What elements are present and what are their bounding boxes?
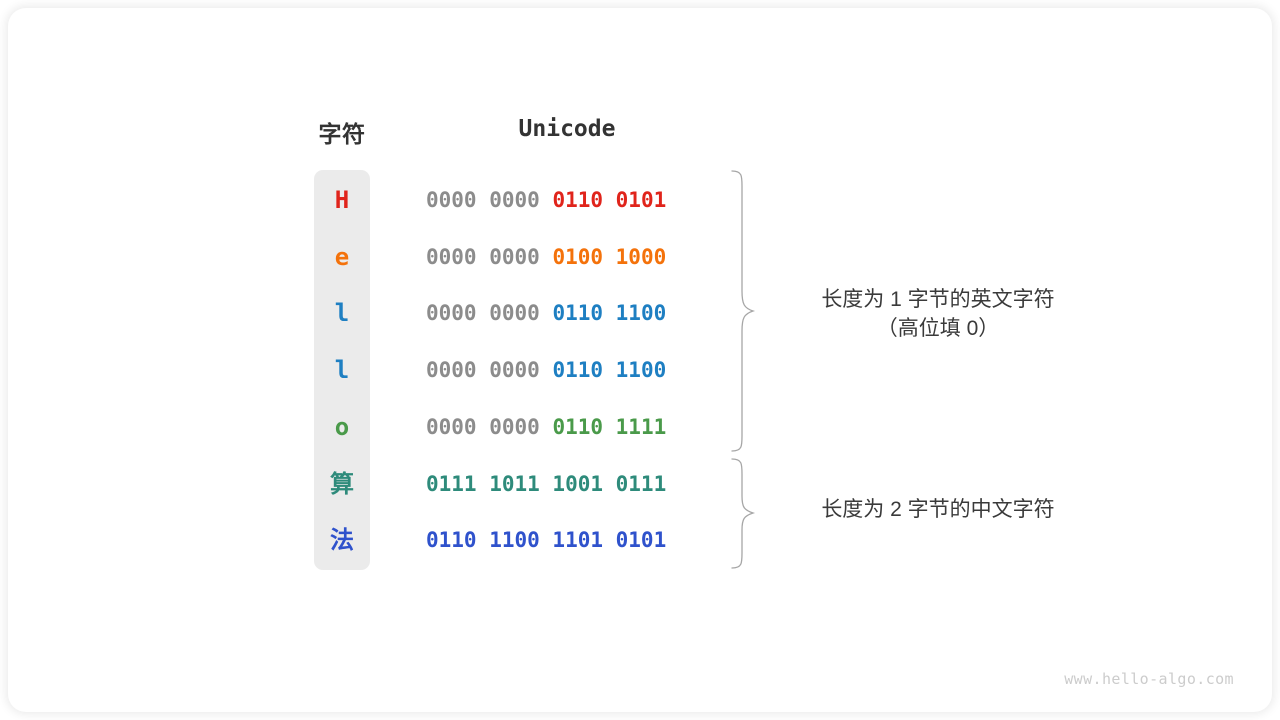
row-character: e bbox=[334, 242, 350, 271]
row-unicode-bits: 0000 0000 0110 1100 bbox=[426, 293, 708, 333]
row-character: l bbox=[334, 299, 350, 328]
bits-value: 0111 1011 1001 0111 bbox=[426, 471, 667, 496]
bits-value: 0110 0101 bbox=[552, 188, 667, 212]
bits-high-padding: 0000 0000 bbox=[426, 301, 553, 326]
character-column-background bbox=[314, 170, 370, 570]
bits-value: 0110 1100 bbox=[552, 301, 667, 326]
row-unicode-bits: 0000 0000 0100 1000 bbox=[426, 237, 708, 277]
watermark: www.hello-algo.com bbox=[1064, 670, 1234, 688]
row-character: o bbox=[334, 412, 350, 441]
column-header-character: 字符 bbox=[318, 121, 366, 147]
row-character: H bbox=[334, 186, 350, 214]
row-unicode-bits: 0000 0000 0110 1100 bbox=[426, 350, 708, 390]
brace-one-byte bbox=[731, 170, 756, 452]
row-unicode-bits: 0000 0000 0110 1111 bbox=[426, 407, 708, 447]
annotation-two-byte: 长度为 2 字节的中文字符 bbox=[821, 498, 1055, 521]
bits-value: 0110 1111 bbox=[552, 414, 667, 439]
bits-high-padding: 0000 0000 bbox=[426, 188, 553, 212]
bits-high-padding: 0000 0000 bbox=[426, 414, 553, 439]
row-character: l bbox=[334, 356, 350, 385]
row-unicode-bits: 0110 1100 1101 0101 bbox=[426, 520, 708, 560]
bits-high-padding: 0000 0000 bbox=[426, 358, 553, 383]
row-unicode-bits: 0111 1011 1001 0111 bbox=[426, 464, 708, 504]
row-character: 算 bbox=[330, 469, 354, 498]
diagram-card: 字符 Unicode H 0000 0000 0110 0101 e 0000 000… bbox=[8, 8, 1272, 712]
bits-high-padding: 0000 0000 bbox=[426, 244, 553, 269]
row-unicode-bits: 0000 0000 0110 0101 bbox=[426, 180, 708, 220]
column-header-unicode: Unicode bbox=[518, 116, 616, 142]
bits-value: 0100 1000 bbox=[552, 244, 667, 269]
annotation-one-byte: 长度为 1 字节的英文字符 （高位填 0） bbox=[821, 288, 1055, 340]
row-character: 法 bbox=[330, 526, 354, 555]
bits-value: 0110 1100 bbox=[552, 358, 667, 383]
bits-value: 0110 1100 1101 0101 bbox=[426, 528, 667, 553]
brace-two-byte bbox=[731, 458, 756, 569]
